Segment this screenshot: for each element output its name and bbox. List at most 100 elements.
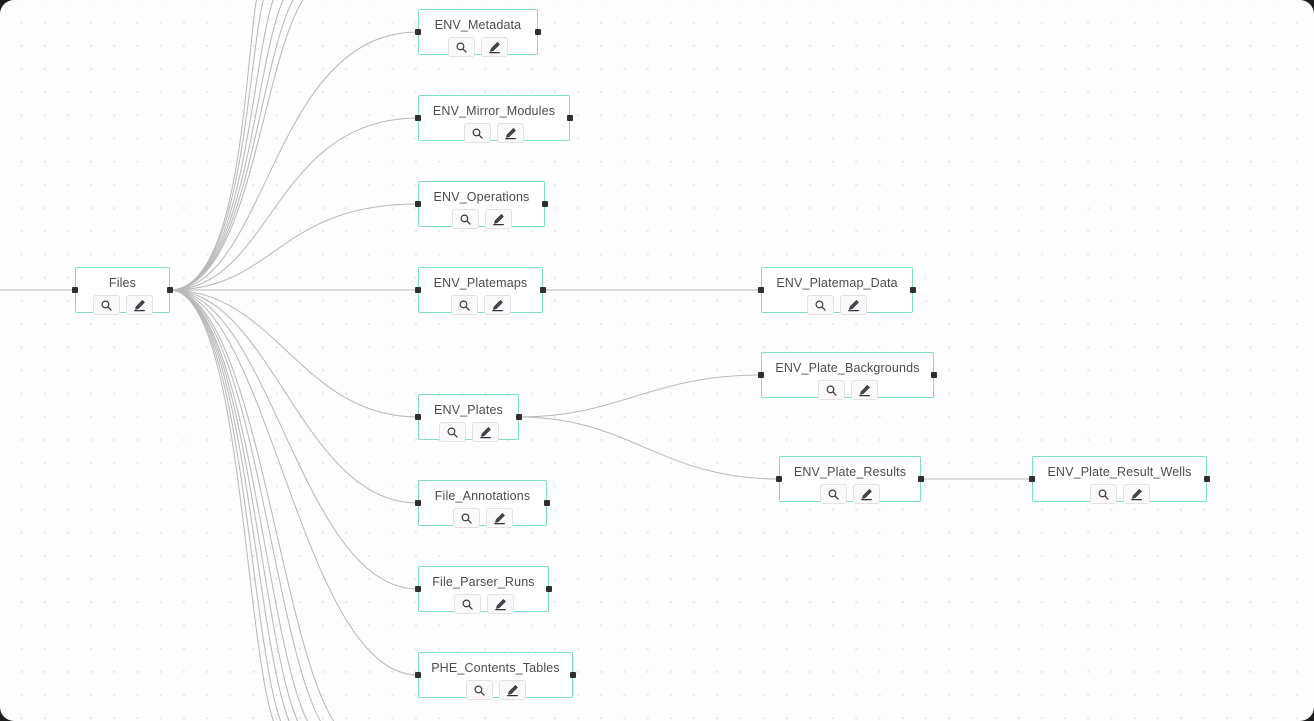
- connection-handle-right[interactable]: [546, 586, 553, 592]
- node-actions: [438, 422, 499, 442]
- pencil-icon: [848, 299, 859, 311]
- search-icon: [474, 685, 485, 696]
- graph-node-env_plate_result_wells[interactable]: ENV_Plate_Result_Wells: [1028, 456, 1211, 504]
- node-edit-button[interactable]: [1122, 484, 1150, 504]
- node-inspect-button[interactable]: [452, 508, 480, 528]
- node-edit-button[interactable]: [485, 508, 513, 528]
- node-inspect-button[interactable]: [450, 295, 478, 315]
- node-inspect-button[interactable]: [465, 680, 493, 700]
- connection-handle-right[interactable]: [931, 372, 938, 378]
- node-edit-button[interactable]: [484, 209, 512, 229]
- connection-handle-left[interactable]: [757, 372, 764, 378]
- graph-node-phe_contents_tables[interactable]: PHE_Contents_Tables: [414, 652, 577, 700]
- connection-handle-left[interactable]: [414, 414, 421, 420]
- node-edit-button[interactable]: [471, 422, 499, 442]
- connection-handle-right[interactable]: [544, 500, 551, 506]
- node-edit-button[interactable]: [483, 295, 511, 315]
- search-icon: [459, 300, 470, 311]
- pencil-icon: [494, 598, 506, 610]
- node-actions: [453, 594, 514, 614]
- graph-node-env_operations[interactable]: ENV_Operations: [414, 181, 549, 229]
- node-edit-button[interactable]: [481, 37, 508, 57]
- node-title: PHE_Contents_Tables: [431, 661, 560, 675]
- connection-handle-left[interactable]: [1028, 476, 1035, 482]
- node-title: Files: [108, 276, 137, 290]
- connection-handle-left[interactable]: [414, 115, 421, 121]
- connection-handle-right[interactable]: [167, 287, 174, 293]
- connection-handle-left[interactable]: [414, 287, 421, 293]
- graph-node-file_annotations[interactable]: File_Annotations: [414, 480, 551, 528]
- node-title: ENV_Operations: [433, 190, 530, 204]
- connection-handle-right[interactable]: [535, 29, 542, 35]
- connection-handle-right[interactable]: [540, 287, 547, 293]
- node-inspect-button[interactable]: [451, 209, 479, 229]
- connection-handle-left[interactable]: [414, 500, 421, 506]
- pencil-icon: [505, 127, 516, 139]
- node-edit-button[interactable]: [853, 484, 880, 504]
- connection-handle-right[interactable]: [1204, 476, 1211, 482]
- graph-node-env_plates[interactable]: ENV_Plates: [414, 394, 523, 442]
- connection-handle-left[interactable]: [414, 29, 421, 35]
- pencil-icon: [489, 41, 500, 53]
- node-inspect-button[interactable]: [1089, 484, 1117, 504]
- connection-handle-left[interactable]: [775, 476, 782, 482]
- connection-handle-left[interactable]: [757, 287, 764, 293]
- connection-handle-right[interactable]: [542, 201, 549, 207]
- node-inspect-button[interactable]: [817, 380, 845, 400]
- node-title: ENV_Plate_Result_Wells: [1047, 465, 1192, 479]
- graph-node-env_mirror_modules[interactable]: ENV_Mirror_Modules: [414, 95, 574, 143]
- node-actions: [448, 37, 508, 57]
- connection-handle-right[interactable]: [918, 476, 925, 482]
- search-icon: [472, 128, 483, 139]
- pencil-icon: [133, 299, 145, 311]
- search-icon: [1098, 489, 1109, 500]
- node-title: ENV_Plate_Backgrounds: [775, 361, 920, 375]
- node-title: ENV_Plates: [434, 403, 503, 417]
- connection-handle-left[interactable]: [414, 586, 421, 592]
- node-inspect-button[interactable]: [464, 123, 491, 143]
- pencil-icon: [858, 384, 870, 396]
- node-edit-button[interactable]: [125, 295, 153, 315]
- node-edit-button[interactable]: [497, 123, 524, 143]
- search-icon: [462, 599, 473, 610]
- graph-node-env_plate_backgrounds[interactable]: ENV_Plate_Backgrounds: [757, 352, 938, 400]
- pencil-icon: [1130, 488, 1142, 500]
- node-title: ENV_Platemap_Data: [776, 276, 898, 290]
- graph-node-env_metadata[interactable]: ENV_Metadata: [414, 9, 542, 57]
- node-edit-button[interactable]: [498, 680, 526, 700]
- connection-handle-left[interactable]: [414, 672, 421, 678]
- node-actions: [92, 295, 153, 315]
- pencil-icon: [492, 213, 504, 225]
- pencil-icon: [491, 299, 503, 311]
- graph-node-file_parser_runs[interactable]: File_Parser_Runs: [414, 566, 553, 614]
- connection-handle-right[interactable]: [567, 115, 574, 121]
- graph-node-env_plate_results[interactable]: ENV_Plate_Results: [775, 456, 925, 504]
- connection-handle-right[interactable]: [516, 414, 523, 420]
- pencil-icon: [861, 488, 872, 500]
- node-inspect-button[interactable]: [453, 594, 481, 614]
- search-icon: [826, 385, 837, 396]
- connection-handle-right[interactable]: [570, 672, 577, 678]
- node-edit-button[interactable]: [850, 380, 878, 400]
- search-icon: [456, 42, 467, 53]
- node-edit-button[interactable]: [840, 295, 867, 315]
- connection-handle-right[interactable]: [910, 287, 917, 293]
- node-actions: [817, 380, 878, 400]
- graph-node-env_platemap_data[interactable]: ENV_Platemap_Data: [757, 267, 917, 315]
- graph-node-files[interactable]: Files: [71, 267, 174, 315]
- node-edit-button[interactable]: [486, 594, 514, 614]
- connection-handle-left[interactable]: [414, 201, 421, 207]
- node-inspect-button[interactable]: [820, 484, 847, 504]
- node-title: ENV_Metadata: [434, 18, 522, 32]
- node-inspect-button[interactable]: [807, 295, 834, 315]
- node-inspect-button[interactable]: [438, 422, 466, 442]
- node-inspect-button[interactable]: [92, 295, 120, 315]
- node-actions: [807, 295, 867, 315]
- node-inspect-button[interactable]: [448, 37, 475, 57]
- graph-node-env_platemaps[interactable]: ENV_Platemaps: [414, 267, 547, 315]
- search-icon: [460, 214, 471, 225]
- connection-handle-left[interactable]: [71, 287, 78, 293]
